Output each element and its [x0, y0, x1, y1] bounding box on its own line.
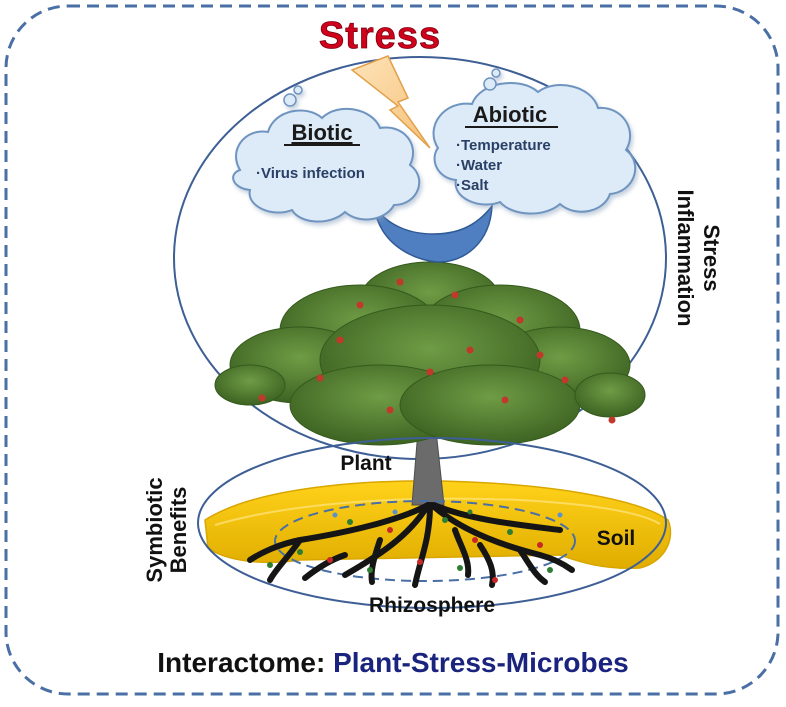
cloud-icon [232, 85, 421, 223]
biotic-heading: Biotic [291, 120, 352, 145]
benefits-side-label: Benefits [166, 487, 191, 574]
tree-fruits [258, 278, 616, 424]
abiotic-cloud-bubble-small [483, 77, 497, 91]
rhizosphere-label: Rhizosphere [369, 594, 495, 617]
abiotic-item-temperature: ·Temperature [456, 137, 551, 154]
outer-dashed-frame [4, 4, 780, 696]
rhizosphere-ellipse [274, 500, 576, 582]
biotic-item-virus: ·Virus infection [256, 165, 365, 182]
abiotic-item-water: ·Water [456, 157, 502, 174]
stress-side-label: Stress [699, 224, 724, 291]
cloud-icon [432, 68, 637, 215]
microbes [267, 509, 563, 583]
symbiotic-ellipse [197, 437, 667, 609]
footer-title: Interactome: Plant-Stress-Microbes [157, 647, 628, 678]
lightning-bolt-icon [350, 55, 431, 149]
footer-highlight: Plant-Stress-Microbes [333, 647, 629, 678]
abiotic-heading: Abiotic [473, 102, 548, 127]
biotic-cloud-bubble-tiny [293, 85, 303, 95]
tree-icon [214, 261, 646, 506]
stress-bowl [373, 203, 493, 263]
biotic-cloud-bubble-small [283, 93, 297, 107]
soil-highlight [214, 497, 661, 526]
footer-prefix: Interactome: [157, 647, 333, 678]
symbiotic-side-label: Symbiotic [142, 477, 167, 582]
biotic-cloud [232, 108, 421, 223]
tree-foliage [214, 261, 646, 446]
soil-label: Soil [597, 527, 636, 550]
plant-label: Plant [340, 452, 391, 475]
root-network-icon [247, 502, 575, 588]
roots [247, 502, 575, 588]
abiotic-cloud-bubble-tiny [491, 68, 501, 78]
abiotic-item-salt: ·Salt [456, 177, 489, 194]
stress-title: Stress [319, 15, 441, 57]
inflammation-side-label: Inflammation [673, 190, 698, 327]
